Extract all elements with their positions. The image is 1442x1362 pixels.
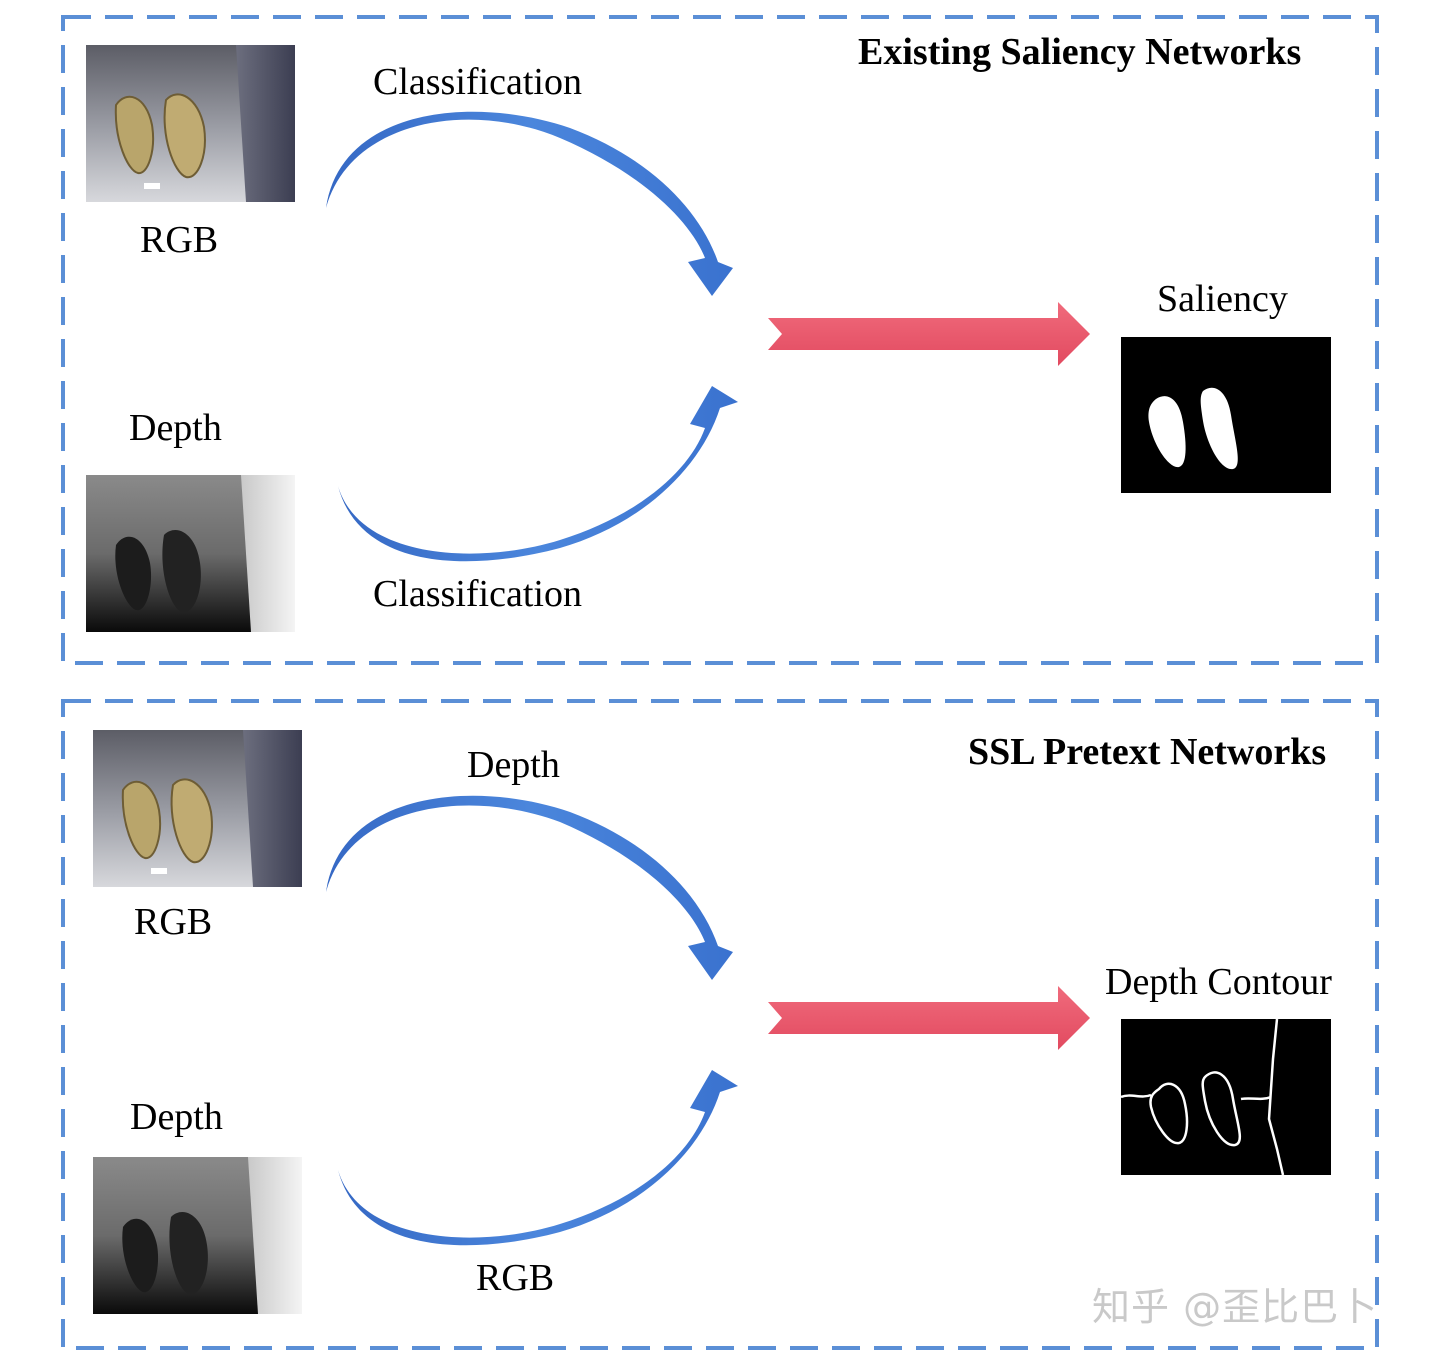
straight-arrow xyxy=(768,302,1090,366)
rgb-label: RGB xyxy=(134,901,213,943)
panel-existing-saliency: Existing Saliency Networks RGB Depth Sal… xyxy=(0,0,1442,680)
depth-image xyxy=(93,1157,302,1314)
depth-label: Depth xyxy=(130,1096,223,1138)
curved-arrow-bottom xyxy=(338,1070,738,1246)
arrow-bottom-label: RGB xyxy=(476,1257,555,1299)
depth-contour-image xyxy=(1121,1019,1331,1175)
saliency-label: Saliency xyxy=(1157,278,1288,320)
depth-image xyxy=(86,475,295,632)
rgb-image xyxy=(93,730,302,887)
curved-arrow-top xyxy=(326,111,733,296)
arrow-layer xyxy=(326,111,1090,562)
panel-border-dashed xyxy=(61,15,1379,665)
arrow-top-label: Classification xyxy=(373,61,582,103)
panel-border-dashed xyxy=(61,699,1379,1350)
depth-label: Depth xyxy=(129,407,222,449)
arrow-bottom-label: Classification xyxy=(373,573,582,615)
arrow-top-label: Depth xyxy=(467,744,560,786)
curved-arrow-bottom xyxy=(338,386,738,562)
depth-contour-label: Depth Contour xyxy=(1105,961,1332,1003)
rgb-label: RGB xyxy=(140,219,219,261)
panel-title: SSL Pretext Networks xyxy=(968,731,1327,773)
saliency-mask-image xyxy=(1121,337,1331,493)
arrow-layer xyxy=(326,795,1090,1246)
curved-arrow-top xyxy=(326,795,733,980)
panel-ssl-pretext: SSL Pretext Networks RGB Depth Depth Con… xyxy=(0,680,1442,1362)
straight-arrow xyxy=(768,986,1090,1050)
rgb-image xyxy=(86,45,295,202)
watermark-text: 知乎 @歪比巴卜 xyxy=(1092,1285,1379,1329)
panel-title: Existing Saliency Networks xyxy=(858,31,1302,73)
